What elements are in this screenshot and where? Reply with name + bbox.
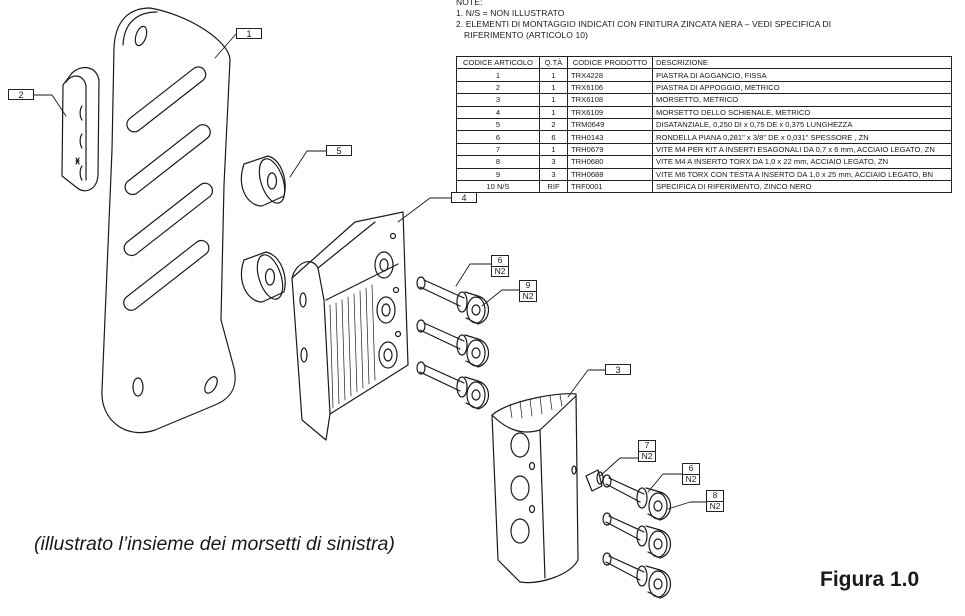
bom-item-code: 3 [456, 93, 540, 107]
callout-1: 1 [236, 28, 262, 39]
notes-block: NOTE: 1. N/S = NON ILLUSTRATO 2. ELEMENT… [456, 0, 831, 41]
bom-product-code: TRF0001 [567, 179, 653, 194]
bom-product-code: TRX6109 [567, 105, 653, 119]
bom-header-row: CODICE ARTICOLO Q.TÀ CODICE PRODOTTO DES… [456, 55, 952, 70]
bom-item-code: 10 N/S [456, 179, 540, 194]
callout-8-number: 8 [712, 490, 718, 500]
bom-product-code: TRH0688 [567, 167, 653, 181]
bom-quantity: 1 [539, 93, 568, 107]
bill-of-materials-table: CODICE ARTICOLO Q.TÀ CODICE PRODOTTO DES… [456, 55, 952, 194]
leader-lines [33, 33, 707, 510]
callout-7-number: 7 [644, 440, 650, 450]
callout-6-note-tag: N2 [683, 473, 699, 485]
bom-item-code: 1 [456, 68, 540, 82]
callout-6-note-tag: N2 [492, 265, 508, 277]
part-9-screw-middle [416, 319, 490, 368]
callout-6-number: 6 [688, 463, 694, 473]
callout-3: 3 [605, 364, 631, 375]
part-8-screw-upper [602, 474, 672, 521]
bom-product-code: TRX6108 [567, 93, 653, 107]
bom-product-code: TRX6106 [567, 80, 653, 95]
bom-description: VITE M4 PER KIT A INSERTI ESAGONALI DA 0… [652, 142, 952, 157]
bom-description: MORSETTO, METRICO [652, 93, 952, 107]
bom-description: PIASTRA DI APPOGGIO, METRICO [652, 80, 952, 95]
bom-product-code: TRH0679 [567, 142, 653, 157]
bom-quantity: 1 [539, 105, 568, 119]
bom-quantity: 1 [539, 142, 568, 157]
callout-8: 8 N2 [706, 490, 724, 512]
callout-2: 2 [8, 89, 34, 100]
bom-quantity: 6 [539, 130, 568, 144]
bom-header-product-code: CODICE PRODOTTO [567, 55, 653, 70]
bom-description: VITE M6 TORX CON TESTA A INSERTO DA 1,0 … [652, 167, 952, 181]
part-5-spacer-lower [240, 251, 286, 303]
callout-6-number: 6 [497, 255, 503, 265]
bom-description: RONDELLA PIANA 0,281" x 3/8" DE x 0,031"… [652, 130, 952, 144]
callout-9-note-tag: N2 [520, 290, 536, 302]
part-4-backrest-clamp [291, 211, 409, 441]
bom-header-description: DESCRIZIONE [652, 55, 952, 70]
bom-description: PIASTRA DI AGGANCIO, FISSA [652, 68, 952, 82]
bom-product-code: TRH0680 [567, 155, 653, 169]
bom-description: VITE M4 A INSERTO TORX DA 1,0 x 22 mm, A… [652, 155, 952, 169]
bom-product-code: TRM0649 [567, 117, 653, 132]
callout-7-note-tag: N2 [639, 450, 655, 462]
bom-item-code: 9 [456, 167, 540, 181]
part-3-clamp [491, 393, 579, 584]
bom-item-code: 4 [456, 105, 540, 119]
bom-item-code: 2 [456, 80, 540, 95]
bom-product-code: TRX4228 [567, 68, 653, 82]
figure-label: Figura 1.0 [820, 568, 920, 591]
note-line-1: 1. N/S = NON ILLUSTRATO [456, 8, 565, 18]
bom-quantity: 2 [539, 117, 568, 132]
bom-quantity: RIF [539, 179, 568, 194]
bom-description: DISATANZIALE, 0,250 DI x 0,75 DE x 0,375… [652, 117, 952, 132]
part-5-spacer-upper [240, 155, 286, 207]
part-2-support-plate [61, 66, 100, 192]
bom-description: MORSETTO DELLO SCHIENALE, METRICO [652, 105, 952, 119]
callout-9: 9 N2 [519, 280, 537, 302]
bom-quantity: 3 [539, 167, 568, 181]
bom-item-code: 8 [456, 155, 540, 169]
bom-product-code: TRH0143 [567, 130, 653, 144]
note-line-3: RIFERIMENTO (ARTICOLO 10) [464, 30, 589, 40]
bom-item-code: 6 [456, 130, 540, 144]
callout-4: 4 [451, 192, 477, 203]
part-8-screw-lower [602, 552, 672, 599]
callout-6-lower: 6 N2 [682, 463, 700, 485]
callout-7: 7 N2 [638, 440, 656, 462]
part-8-screw-middle [602, 512, 672, 559]
callout-9-number: 9 [525, 280, 531, 290]
part-1-mounting-plate [101, 7, 236, 434]
assembly-caption: (illustrato l’insieme dei morsetti di si… [34, 533, 395, 555]
bom-quantity: 3 [539, 155, 568, 169]
bom-header-quantity: Q.TÀ [539, 55, 568, 70]
bom-item-code: 7 [456, 142, 540, 157]
notes-title: NOTE: [456, 0, 483, 7]
callout-6-upper: 6 N2 [491, 255, 509, 277]
bom-quantity: 1 [539, 68, 568, 82]
part-9-screw-upper [416, 276, 490, 325]
callout-5: 5 [326, 145, 352, 156]
note-line-2: 2. ELEMENTI DI MONTAGGIO INDICATI CON FI… [456, 19, 832, 29]
bom-quantity: 1 [539, 80, 568, 95]
bom-item-code: 5 [456, 117, 540, 132]
bom-description: SPECIFICA DI RIFERIMENTO, ZINCO NERO [652, 179, 952, 194]
part-9-screw-lower [416, 361, 490, 410]
callout-8-note-tag: N2 [707, 500, 723, 512]
part-7-set-screw [585, 469, 604, 492]
bom-header-item-code: CODICE ARTICOLO [456, 55, 540, 70]
